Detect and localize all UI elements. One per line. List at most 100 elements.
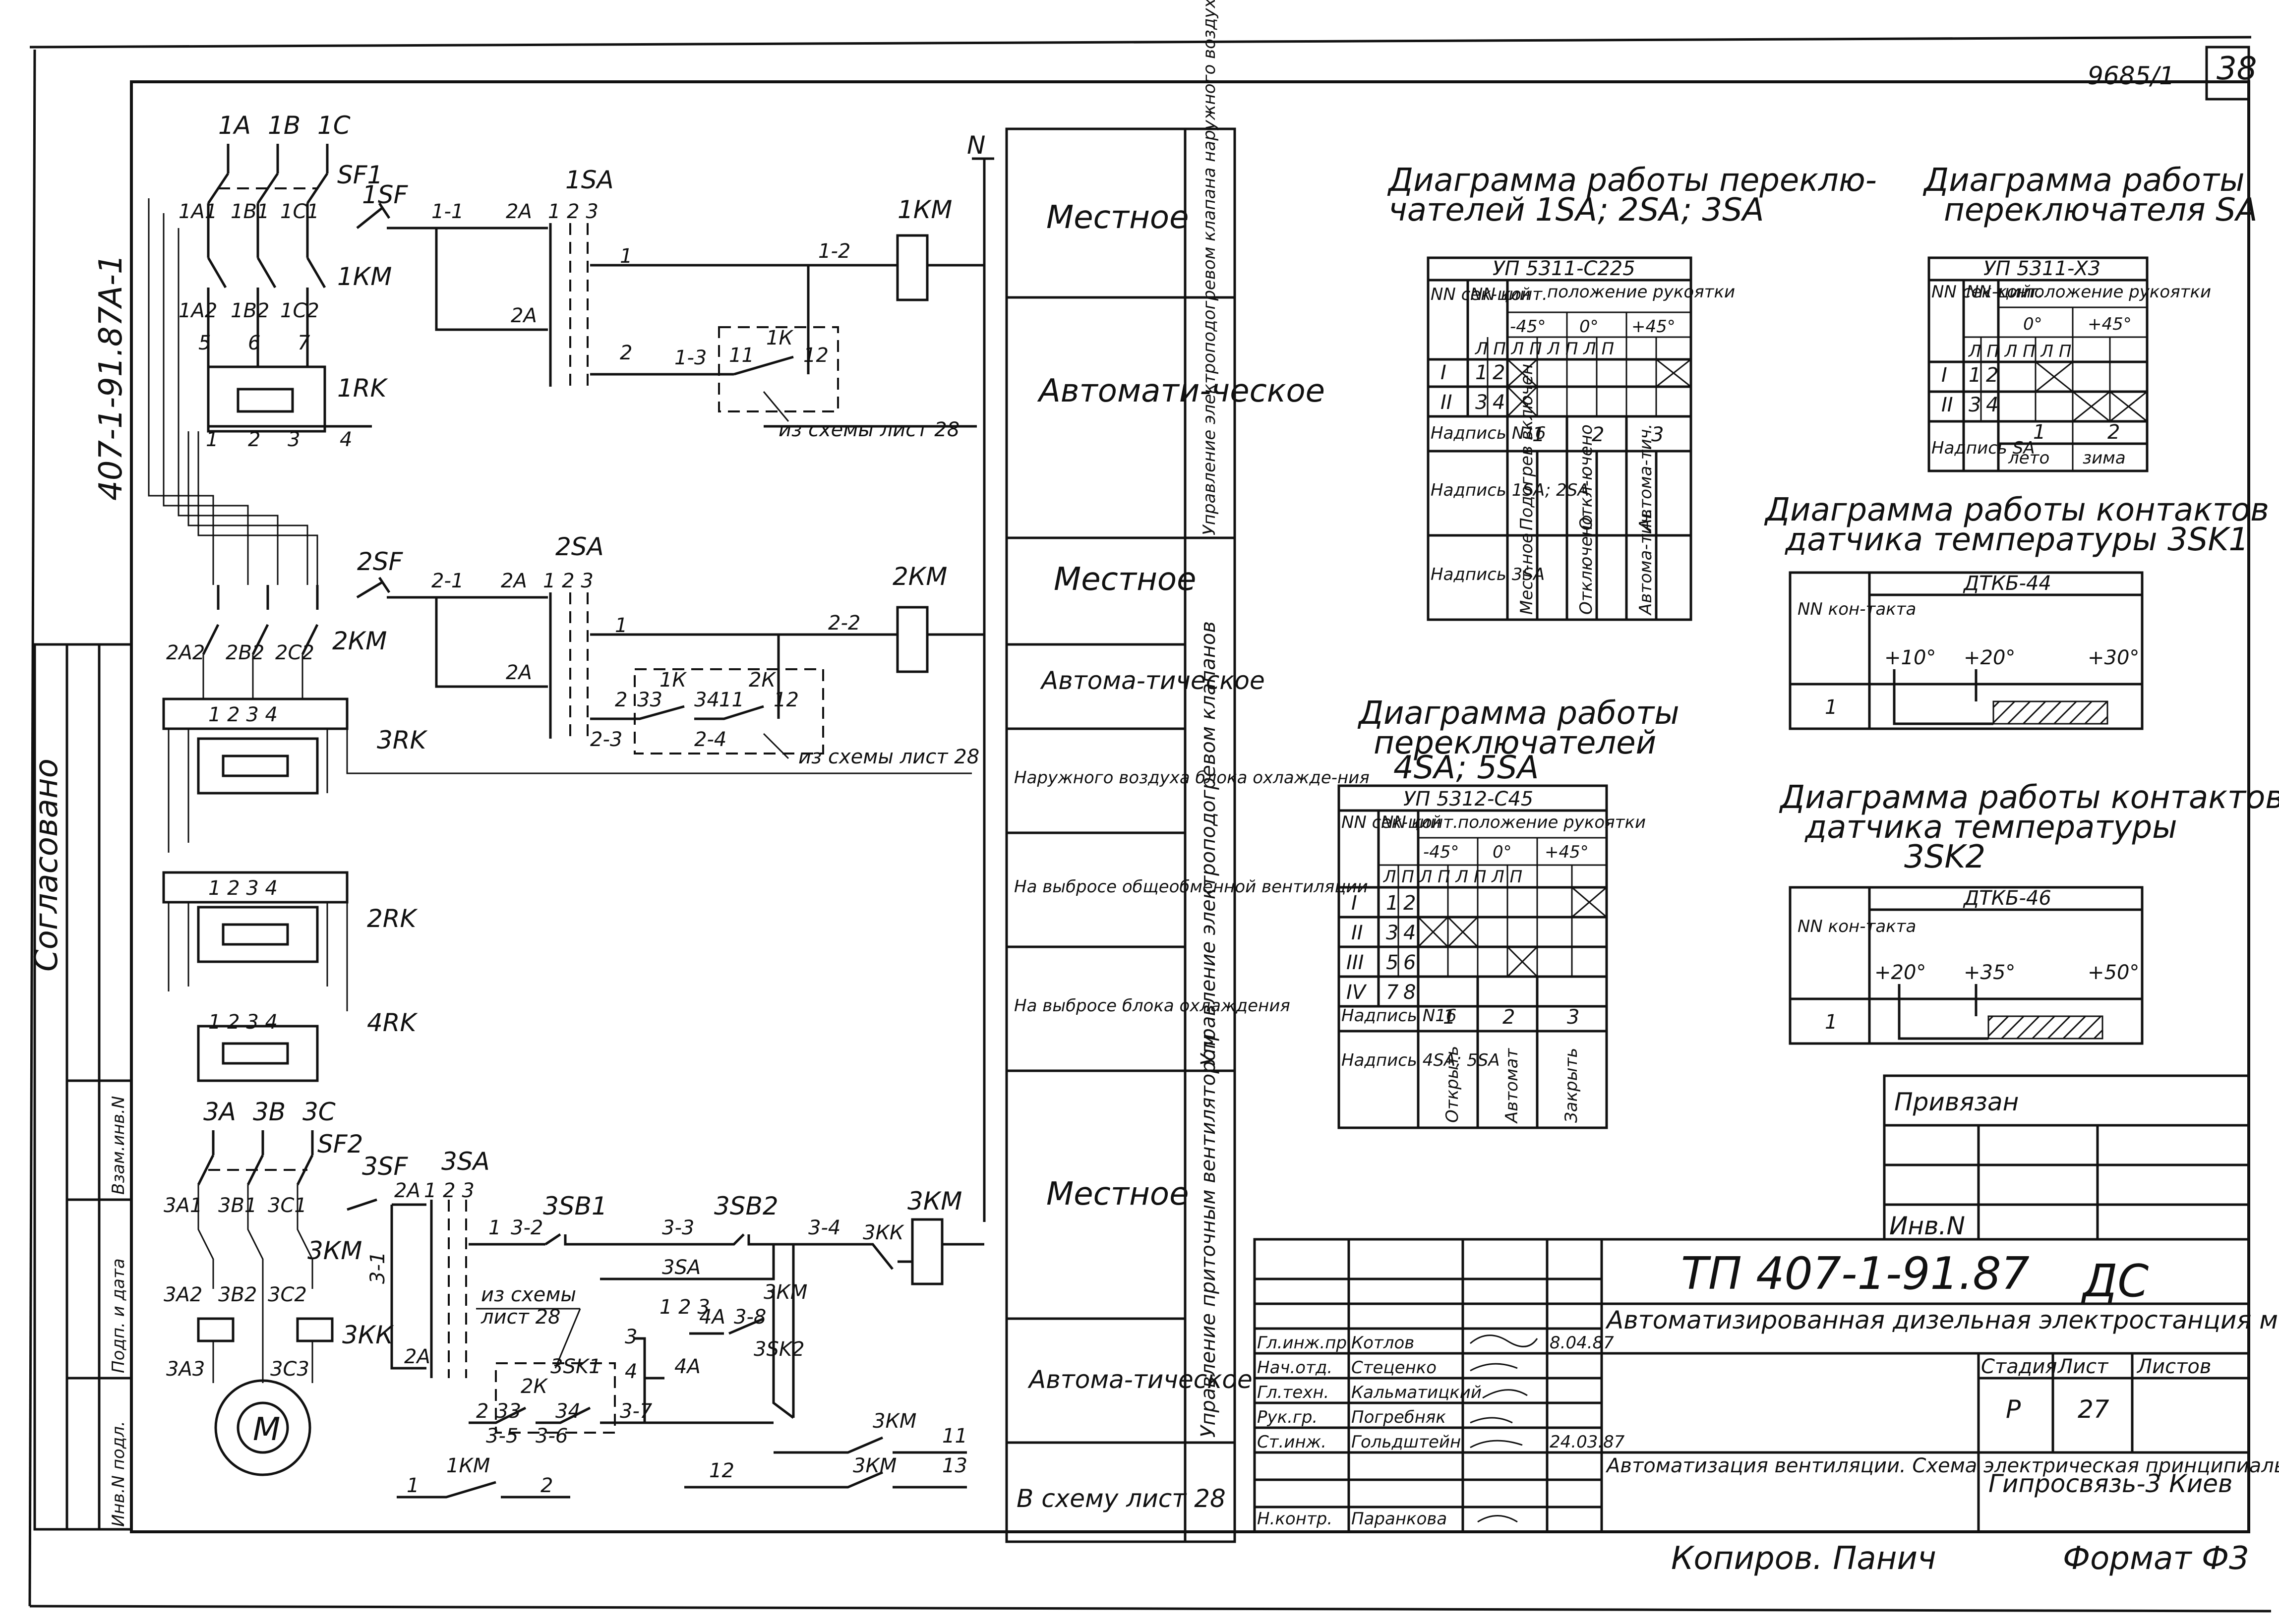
d4-r1-label: Надпись 4SA; 5SA <box>1341 1050 1500 1070</box>
format: Формат Ф3 <box>2063 1540 2249 1577</box>
d2-h-cont: NN конт. <box>1966 282 2043 302</box>
contact-2b2: 2В2 <box>226 641 264 664</box>
breaker-sf1: SF1 <box>337 161 383 189</box>
footer: Копиров. Панич Формат Ф3 <box>1671 1540 2249 1577</box>
d1-r1-c: Автома-тич. <box>1636 424 1656 531</box>
ctrl3-t4: 4 <box>625 1360 637 1383</box>
ctrl2-c34: 34 <box>694 689 720 711</box>
d3-title-2: датчика температуры 3SK1 <box>1785 522 2249 558</box>
d4-insc-3: 3 <box>1567 1006 1579 1029</box>
term-3c3: 3С3 <box>270 1358 309 1381</box>
ctrl3-km: 3КМ <box>764 1281 807 1304</box>
ctrl3-node-37: 3-7 <box>620 1400 653 1423</box>
bottom-w2: 2 <box>540 1474 553 1497</box>
stage-label: Стадия <box>1981 1355 2057 1378</box>
bound-label: Привязан <box>1894 1088 2019 1116</box>
ctrl3-sf: 3SF <box>362 1152 409 1181</box>
bottom-w11: 11 <box>942 1425 967 1448</box>
contactor-3km: 3КМ <box>307 1236 362 1265</box>
d2-insc-winter: зима <box>2083 448 2126 468</box>
d4-title-1: Диаграмма работы <box>1357 695 1679 732</box>
ctrl1-sf: 1SF <box>362 180 409 209</box>
rk-term-2: 2 <box>248 428 260 451</box>
ctrl3-k2: 2К <box>521 1375 548 1398</box>
copied-by: Копиров. Панич <box>1671 1540 1936 1577</box>
d4-row4-c1: 7 <box>1386 981 1399 1004</box>
name-6: Паранкова <box>1351 1509 1447 1529</box>
ctrl1-coil-1km: 1КМ <box>898 195 952 224</box>
d2-h-pos: положение рукоятки <box>2023 282 2211 302</box>
phase-3b: 3В <box>253 1098 286 1126</box>
sheet-title: Автоматизация вентиляции. Схема электрич… <box>1605 1454 2279 1477</box>
mode-auto-2: Автома-тическое <box>1040 666 1265 695</box>
bottom-w1: 1 <box>407 1474 419 1497</box>
control-circuit-3: 3SF 3SA 2А 1 2 3 3-1 2А 1 3-2 3SB1 3-3 3… <box>347 1147 984 1448</box>
d3-hatch-bar <box>1992 700 2108 725</box>
d3-row: 1 <box>1825 696 1837 719</box>
mode-local-1: Местное <box>1046 199 1189 236</box>
date-2: 24.03.87 <box>1550 1432 1625 1452</box>
mode-outdoor-air: Наружного воздуха блока охлажде-ния <box>1014 768 1370 788</box>
bottom-contacts: 1 1КМ 2 12 3КМ 13 11 3КМ <box>397 1410 967 1499</box>
d2-row2-sec: II <box>1941 394 1953 416</box>
d1-r2-a: Мест-ное <box>1517 533 1537 615</box>
d1-row1-c2: 2 <box>1493 361 1505 384</box>
d5-hatch-bar <box>1987 1015 2103 1040</box>
sheets-label: Листов <box>2136 1355 2211 1378</box>
sensor-diagram-3sk2: Диаграмма работы контактов датчика темпе… <box>1779 779 2279 1045</box>
d2-row1-c2: 2 <box>1986 364 1998 387</box>
contactor-1km: 1КМ <box>337 262 392 291</box>
ctrl3-sa2: 3SA <box>662 1256 701 1279</box>
doc-mark: ДС <box>2081 1255 2149 1307</box>
name-1: Котлов <box>1351 1333 1414 1353</box>
ctrl3-node-35: 3-5 <box>486 1425 518 1448</box>
d4-title-2: переключателей <box>1374 725 1656 761</box>
ctrl3-t2: 2 <box>476 1400 488 1423</box>
mode-group-2: Управление электроподогревом клапанов <box>1197 621 1220 1066</box>
d4-r1-open: Открыть <box>1442 1046 1462 1123</box>
motor-symbol <box>214 1379 311 1476</box>
relay-3kk: 3КК <box>342 1321 394 1349</box>
control-circuit-1: 1SF 1-1 2А 1SA 1 2 3 2А 1 1-2 1КМ 2 1-3 … <box>356 131 994 1222</box>
contactor-2km: 2КМ <box>332 627 387 655</box>
left-margin: 407-1-91.87 А-1 Согласовано Взам.инв.N П… <box>28 254 133 1531</box>
sensor-diagram-3sk1: Диаграмма работы контактов датчика темпе… <box>1764 492 2269 730</box>
ctrl2-node-2a-b: 2А <box>506 661 532 684</box>
d4-insc-label: Надпись N16 <box>1341 1006 1456 1026</box>
d3-scale-1: +10° <box>1884 646 1936 669</box>
mode-to-sheet-28: В схему лист 28 <box>1017 1484 1226 1513</box>
top-code: 9685/1 <box>2088 61 2175 90</box>
phase-1a: 1А <box>218 111 251 140</box>
term-3a3: 3А3 <box>166 1358 205 1381</box>
d1-insc-3: 3 <box>1651 423 1664 446</box>
name-5: Гольдштейн <box>1351 1432 1461 1452</box>
ctrl2-c33: 33 <box>637 689 662 711</box>
d1-row2-c1: 3 <box>1475 391 1488 414</box>
title-block: ТП 407-1-91.87 ДС Автоматизированная диз… <box>1253 1238 2279 1533</box>
bottom-3km-b: 3КМ <box>873 1410 916 1433</box>
d4-pos-0: 0° <box>1493 842 1512 862</box>
ctrl1-sa-terms: 1 2 3 <box>548 200 599 223</box>
role-6: Н.контр. <box>1257 1509 1332 1529</box>
d4-row1-c2: 2 <box>1403 892 1416 915</box>
d5-model: ДТКБ-46 <box>1963 887 2051 910</box>
inv-label: Инв.N <box>1889 1212 1965 1240</box>
album-code: А-1 <box>93 254 129 309</box>
d1-pos-m45: -45° <box>1510 317 1546 337</box>
ctrl3-node-36: 3-6 <box>536 1425 568 1448</box>
d3-scale-3: +30° <box>2088 646 2139 669</box>
svg-text:1 2 3 4: 1 2 3 4 <box>208 1011 278 1034</box>
d5-header: NN кон-такта <box>1798 917 1916 936</box>
ctrl2-sa: 2SA <box>555 532 604 561</box>
bound-block: Привязан Инв.N <box>1883 1074 2250 1241</box>
rk-term-4: 4 <box>340 428 352 451</box>
mode-general-exhaust: На выбросе общеобменной вентиляции <box>1014 877 1368 897</box>
ctrl1-node-2a-b: 2А <box>511 304 537 327</box>
ctrl2-node-22: 2-2 <box>828 612 860 635</box>
d4-r1-auto: Автомат <box>1502 1048 1522 1124</box>
ctrl3-t123: 1 2 3 <box>660 1296 710 1319</box>
d2-model: УП 5311-Х3 <box>1983 257 2100 280</box>
vertical-code: 407-1-91.87 <box>93 306 129 501</box>
ctrl2-sf: 2SF <box>357 547 404 576</box>
